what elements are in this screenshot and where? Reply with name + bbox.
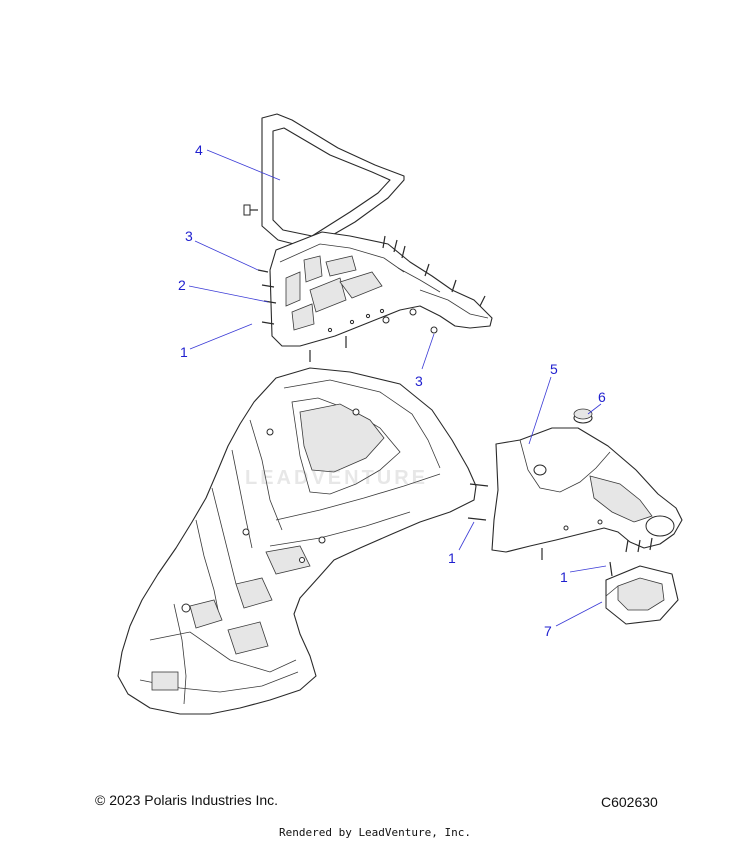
copyright-text: © 2023 Polaris Industries Inc. (95, 792, 279, 808)
callout-4[interactable]: 4 (195, 142, 203, 158)
callout-7[interactable]: 7 (544, 623, 552, 639)
callout-3[interactable]: 3 (415, 373, 423, 389)
fasteners-upper[interactable] (243, 204, 486, 362)
main-hood[interactable] (117, 367, 477, 715)
part-5-side-panel[interactable] (491, 427, 683, 577)
part-6-plug[interactable] (573, 408, 593, 424)
callout-3[interactable]: 3 (185, 228, 193, 244)
callout-1[interactable]: 1 (448, 550, 456, 566)
drawing-number: C602630 (601, 794, 658, 810)
callout-6[interactable]: 6 (598, 389, 606, 405)
callout-labels: 4 3 2 1 3 5 6 1 1 7 (178, 142, 606, 639)
leader-lines (188, 149, 607, 627)
part-4-panel[interactable] (261, 113, 405, 249)
callout-2[interactable]: 2 (178, 277, 186, 293)
part-7-seal[interactable] (605, 565, 679, 625)
callout-1[interactable]: 1 (180, 344, 188, 360)
callout-1[interactable]: 1 (560, 569, 568, 585)
fasteners-side[interactable] (467, 483, 489, 521)
watermark-logo: LEADVENTURE (245, 467, 429, 489)
part-2-bracket[interactable] (269, 231, 493, 347)
callout-5[interactable]: 5 (550, 361, 558, 377)
render-credit: Rendered by LeadVenture, Inc. (278, 826, 472, 839)
